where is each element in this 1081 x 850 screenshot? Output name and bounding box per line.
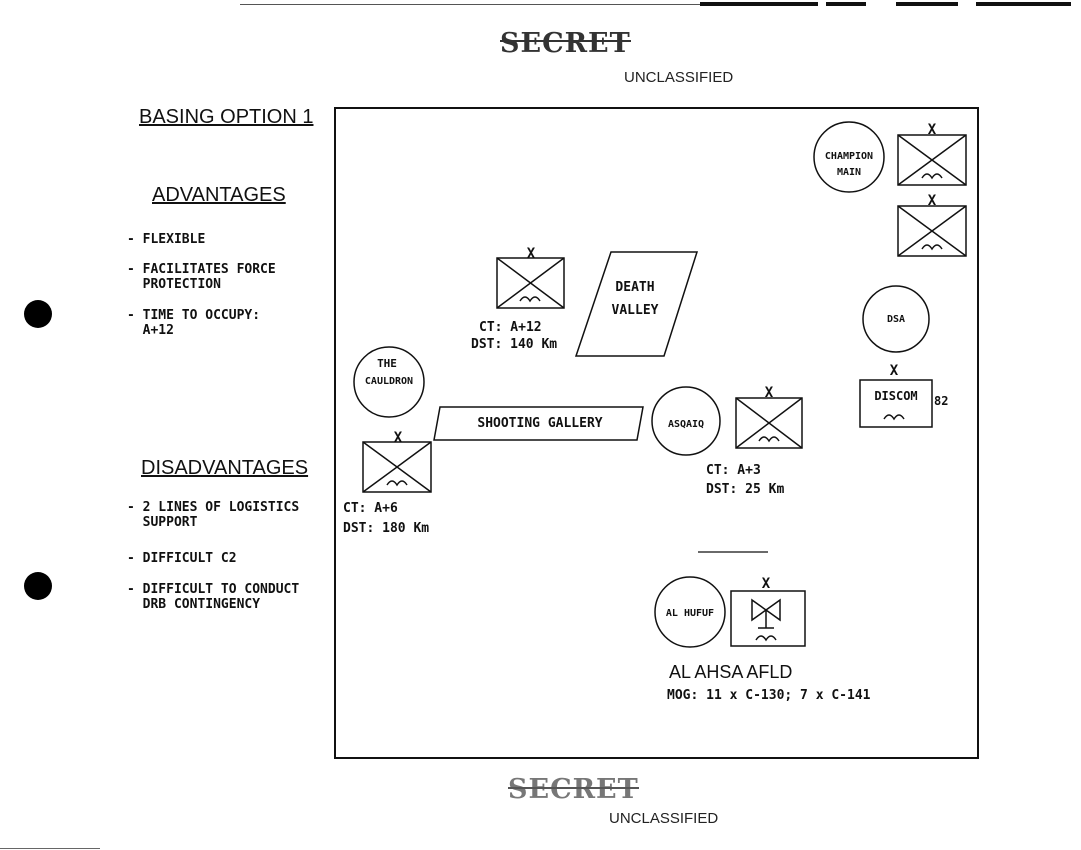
unit-symbol-west: X: [362, 430, 432, 493]
scan-edge-bar: [700, 2, 818, 6]
bullet-dot: [24, 300, 52, 328]
airfield-name: AL AHSA AFLD: [669, 662, 792, 682]
svg-text:DSA: DSA: [887, 314, 905, 325]
unit-symbol-northeast-2: X: [897, 193, 967, 257]
disadvantages-heading: DISADVANTAGES: [141, 457, 309, 479]
unit-north-ct: CT: A+12: [479, 320, 542, 335]
svg-text:ASQAIQ: ASQAIQ: [668, 419, 704, 430]
svg-text:SHOOTING GALLERY: SHOOTING GALLERY: [477, 416, 602, 431]
classification-stamp-top: SECRET: [500, 28, 631, 59]
svg-text:VALLEY: VALLEY: [612, 303, 659, 318]
svg-text:X: X: [890, 363, 899, 379]
svg-text:THE: THE: [377, 357, 397, 370]
disadvantage-item: - DIFFICULT TO CONDUCT DRB CONTINGENCY: [127, 582, 300, 612]
svg-text:X: X: [762, 576, 771, 592]
advantage-item: - FLEXIBLE: [127, 232, 206, 247]
unit-symbol-north: X: [496, 246, 565, 309]
unit-symbol-center: X: [735, 385, 803, 449]
page-title: BASING OPTION 1: [139, 106, 314, 128]
area-shooting-gallery: SHOOTING GALLERY: [433, 406, 644, 441]
unit-west-ct: CT: A+6: [343, 501, 398, 516]
champion-label: CHAMPION: [825, 151, 873, 162]
advantages-heading: ADVANTAGES: [152, 184, 286, 206]
disadvantage-item: - DIFFICULT C2: [127, 551, 237, 566]
scan-edge-line: [240, 4, 700, 5]
area-death-valley: DEATH VALLEY: [574, 251, 699, 357]
unclassified-label-bottom: UNCLASSIFIED: [609, 810, 719, 827]
location-champion-main: CHAMPION MAIN: [813, 121, 885, 193]
scan-edge-bar: [976, 2, 1071, 6]
location-the-cauldron: THE CAULDRON: [353, 346, 425, 418]
discom-number: 82: [934, 394, 948, 408]
bullet-dot: [24, 572, 52, 600]
map-frame: [334, 107, 979, 759]
unit-west-dst: DST: 180 Km: [343, 521, 429, 536]
main-label: MAIN: [837, 167, 861, 178]
discom-box: DISCOM: [859, 379, 933, 428]
location-asqaiq: ASQAIQ: [651, 386, 721, 456]
advantage-item: - FACILITATES FORCE PROTECTION: [127, 262, 276, 292]
svg-text:AL HUFUF: AL HUFUF: [666, 608, 714, 619]
svg-text:X: X: [527, 246, 536, 262]
svg-text:DISCOM: DISCOM: [874, 389, 917, 403]
svg-text:X: X: [928, 122, 937, 138]
advantage-item: - TIME TO OCCUPY: A+12: [127, 308, 261, 338]
classification-stamp-bottom: SECRET: [508, 774, 639, 805]
scan-edge-line: [0, 848, 100, 849]
svg-text:DEATH: DEATH: [615, 280, 654, 295]
scan-edge-bar: [826, 2, 866, 6]
unit-center-dst: DST: 25 Km: [706, 482, 784, 497]
unit-center-ct: CT: A+3: [706, 463, 761, 478]
svg-text:CAULDRON: CAULDRON: [365, 376, 413, 387]
disadvantage-item: - 2 LINES OF LOGISTICS SUPPORT: [127, 500, 300, 530]
location-al-hufuf: AL HUFUF: [654, 576, 726, 648]
scan-edge-bar: [896, 2, 958, 6]
airfield-mog: MOG: 11 x C-130; 7 x C-141: [667, 688, 871, 703]
unit-north-dst: DST: 140 Km: [471, 337, 557, 352]
unit-symbol-northeast-1: X: [897, 122, 967, 186]
airfield-unit-symbol: X: [730, 576, 806, 647]
svg-text:X: X: [928, 193, 937, 209]
svg-text:X: X: [765, 385, 774, 401]
unclassified-label-top: UNCLASSIFIED: [624, 69, 734, 86]
svg-text:X: X: [394, 430, 403, 446]
location-dsa: DSA: [862, 285, 930, 353]
